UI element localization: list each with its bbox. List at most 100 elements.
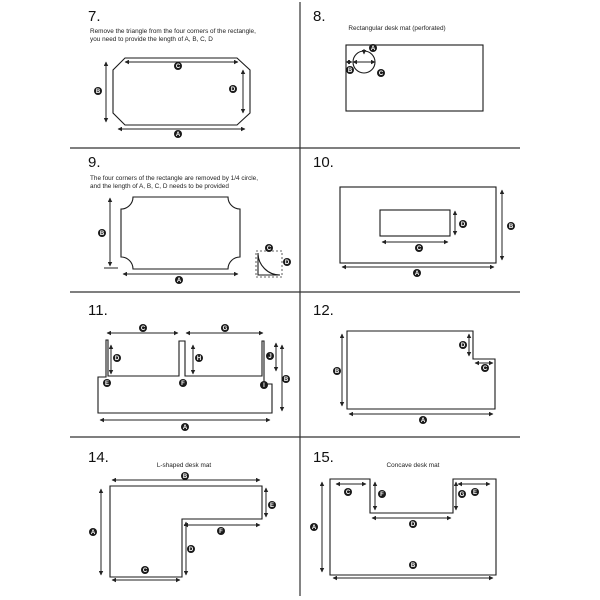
svg-text:I: I — [263, 383, 265, 389]
svg-text:C: C — [141, 326, 146, 332]
notched-rectangle — [346, 330, 496, 410]
dimension-badge-a: A — [89, 528, 97, 536]
svg-text:B: B — [183, 474, 188, 480]
inner-rectangle — [379, 209, 451, 237]
dimension-badge-f: F — [378, 490, 386, 498]
dimension-badge-a: A — [419, 416, 427, 424]
dimension-badge-h: H — [195, 354, 203, 362]
concave-shape — [329, 478, 497, 576]
dimension-badge-e: E — [268, 501, 276, 509]
rounded-corner-rect — [120, 196, 241, 270]
double-notch-shape — [97, 339, 273, 414]
panel-number: 9. — [88, 154, 101, 171]
dimension-badge-b: B — [94, 87, 102, 95]
panel-caption-line-1: Remove the triangle from the four corner… — [90, 28, 256, 35]
dimension-badge-f: F — [179, 379, 187, 387]
panel-number: 8. — [313, 8, 326, 25]
svg-text:A: A — [371, 46, 376, 52]
dimension-badge-a: A — [175, 276, 183, 284]
dimension-badge-b: B — [282, 375, 290, 383]
panel-14: 14. L-shaped desk mat B E F D A C — [88, 449, 276, 583]
l-shape — [109, 485, 263, 578]
dimension-badge-e: E — [103, 379, 111, 387]
panel-10: 10. D C B A — [313, 154, 515, 277]
panel-caption-line-1: The four corners of the rectangle are re… — [90, 175, 258, 182]
dimension-badge-b: B — [346, 66, 354, 74]
panel-title: L-shaped desk mat — [157, 462, 212, 469]
svg-text:B: B — [411, 563, 416, 569]
svg-text:A: A — [415, 271, 420, 277]
svg-text:D: D — [461, 222, 466, 228]
dimension-badge-c: C — [139, 324, 147, 332]
panel-title: Concave desk mat — [387, 462, 440, 469]
svg-text:C: C — [483, 366, 488, 372]
dimension-badge-c: C — [344, 488, 352, 496]
panel-title: Rectangular desk mat (perforated) — [348, 25, 445, 32]
svg-text:C: C — [379, 71, 384, 77]
svg-text:A: A — [421, 418, 426, 424]
dimension-badge-d: D — [229, 85, 237, 93]
panel-9: 9. The four corners of the rectangle are… — [88, 154, 291, 284]
panel-number: 12. — [313, 302, 334, 319]
outer-rectangle — [339, 186, 497, 264]
svg-text:B: B — [348, 68, 353, 74]
svg-text:C: C — [267, 246, 272, 252]
svg-text:F: F — [181, 381, 185, 387]
svg-text:D: D — [461, 343, 466, 349]
svg-text:D: D — [189, 547, 194, 553]
dimension-badge-g: G — [221, 324, 229, 332]
svg-text:H: H — [197, 356, 201, 362]
dimension-badge-d: D — [187, 545, 195, 553]
panel-8: 8. Rectangular desk mat (perforated) A B… — [313, 8, 484, 112]
svg-text:F: F — [380, 492, 384, 498]
svg-text:A: A — [91, 530, 96, 536]
dimension-badge-a: A — [310, 523, 318, 531]
svg-text:D: D — [231, 87, 236, 93]
svg-text:F: F — [219, 529, 223, 535]
dimension-badge-d: D — [459, 220, 467, 228]
svg-text:J: J — [268, 354, 271, 360]
dimension-badge-i: I — [260, 381, 268, 389]
dimension-badge-f: F — [217, 527, 225, 535]
svg-text:G: G — [223, 326, 228, 332]
svg-text:D: D — [115, 356, 120, 362]
svg-text:E: E — [270, 503, 274, 509]
rectangle-shape — [345, 44, 484, 112]
grid-lines — [70, 2, 520, 596]
svg-text:E: E — [105, 381, 109, 387]
dimension-badge-d: D — [409, 520, 417, 528]
svg-text:B: B — [100, 231, 105, 237]
dimension-badge-b: B — [507, 222, 515, 230]
dimension-badge-e: E — [471, 488, 479, 496]
svg-text:C: C — [417, 246, 422, 252]
octagon-shape — [112, 57, 251, 126]
panel-caption-line-2: and the length of A, B, C, D needs to be… — [90, 183, 229, 190]
dimension-badge-a: A — [174, 130, 182, 138]
dimension-badge-b: B — [181, 472, 189, 480]
dimension-badge-d: D — [283, 258, 291, 266]
corner-detail-box — [255, 250, 283, 278]
svg-text:B: B — [284, 377, 289, 383]
panel-caption-line-2: you need to provide the length of A, B, … — [90, 36, 213, 43]
panel-7: 7. Remove the triangle from the four cor… — [88, 8, 256, 138]
panel-number: 15. — [313, 449, 334, 466]
dimension-badge-a: A — [369, 44, 377, 52]
dimension-badge-c: C — [174, 62, 182, 70]
svg-text:C: C — [346, 490, 351, 496]
svg-text:A: A — [177, 278, 182, 284]
svg-text:B: B — [96, 89, 101, 95]
svg-text:G: G — [460, 492, 465, 498]
panel-number: 14. — [88, 449, 109, 466]
dimension-badge-c: C — [141, 566, 149, 574]
svg-text:A: A — [183, 425, 188, 431]
dimension-badge-b: B — [98, 229, 106, 237]
panel-number: 11. — [88, 302, 108, 319]
dimension-badge-j: J — [266, 352, 274, 360]
svg-text:C: C — [176, 64, 181, 70]
panel-number: 10. — [313, 154, 334, 171]
dimension-badge-c: C — [377, 69, 385, 77]
panel-12: 12. D C B A — [313, 302, 496, 424]
dimension-badge-a: A — [413, 269, 421, 277]
svg-text:D: D — [411, 522, 416, 528]
